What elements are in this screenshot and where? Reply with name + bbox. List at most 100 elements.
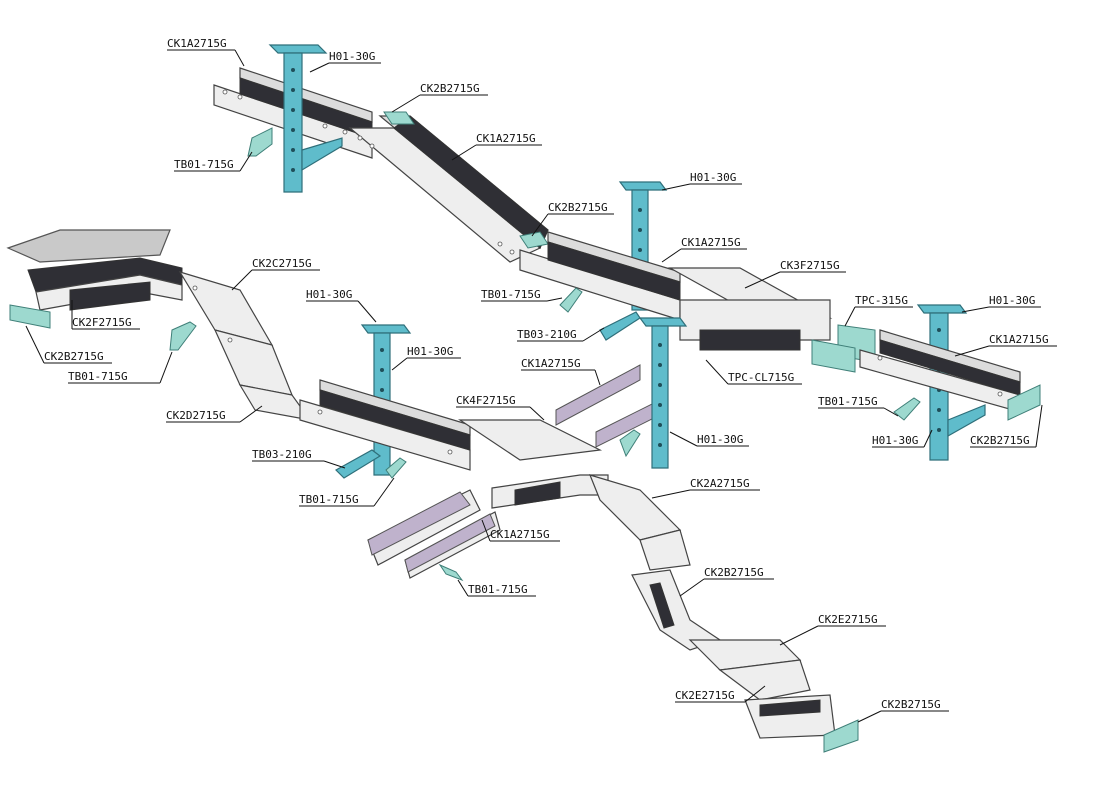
svg-text:CK2B2715G: CK2B2715G <box>704 566 764 579</box>
label-ck2b-top: CK2B2715G <box>391 82 488 113</box>
label-ck1a-middle: CK1A2715G <box>661 236 747 263</box>
tray-middle-long <box>299 379 471 471</box>
svg-text:H01-30G: H01-30G <box>697 433 743 446</box>
tray-left-elbow <box>27 257 183 311</box>
label-ck1a-diagonal: CK1A2715G <box>451 132 542 161</box>
end-cap-left <box>9 304 51 329</box>
svg-text:CK1A2715G: CK1A2715G <box>167 37 227 50</box>
svg-text:TB01-715G: TB01-715G <box>468 583 528 596</box>
svg-text:TB01-715G: TB01-715G <box>299 493 359 506</box>
label-tb03-center: TB03-210G <box>517 327 605 342</box>
svg-text:CK1A2715G: CK1A2715G <box>490 528 550 541</box>
label-ck1a-top-left: CK1A2715G <box>167 37 245 67</box>
label-ck2b-left: CK2B2715G <box>25 325 112 364</box>
label-h01-right-lower: H01-30G <box>872 429 933 448</box>
tray-ck2b-lower <box>631 569 722 651</box>
svg-text:TB03-210G: TB03-210G <box>517 328 577 341</box>
svg-text:TB01-715G: TB01-715G <box>818 395 878 408</box>
tray-lower-ck1a <box>367 489 501 579</box>
svg-text:H01-30G: H01-30G <box>306 288 352 301</box>
label-ck1a-purple: CK1A2715G <box>521 357 601 386</box>
label-ck2c: CK2C2715G <box>231 257 320 291</box>
label-h01-left-lower: H01-30G <box>391 345 461 371</box>
hanger-h01-center <box>599 311 688 469</box>
end-cap-right <box>1007 384 1041 421</box>
bracket-tb03-middle <box>335 449 407 479</box>
svg-text:TB03-210G: TB03-210G <box>252 448 312 461</box>
label-tb01-lower: TB01-715G <box>457 579 536 597</box>
svg-text:CK2E2715G: CK2E2715G <box>675 689 735 702</box>
label-ck2d: CK2D2715G <box>166 405 263 423</box>
svg-text:CK2B2715G: CK2B2715G <box>420 82 480 95</box>
label-tb01-top-left: TB01-715G <box>174 151 253 172</box>
label-h01-center: H01-30G <box>669 431 749 447</box>
svg-text:H01-30G: H01-30G <box>690 171 736 184</box>
bracket-tb01-center <box>559 287 641 458</box>
label-ck4f: CK4F2715G <box>456 394 545 421</box>
label-ck2e-lower: CK2E2715G <box>675 685 766 703</box>
label-tb01-right: TB01-715G <box>818 395 899 417</box>
svg-text:CK1A2715G: CK1A2715G <box>989 333 1049 346</box>
svg-text:CK1A2715G: CK1A2715G <box>681 236 741 249</box>
label-tpc-cl715: TPC-CL715G <box>705 359 802 385</box>
tray-tee-ck3f <box>667 267 833 351</box>
label-ck2b-lower: CK2B2715G <box>679 566 774 597</box>
svg-text:H01-30G: H01-30G <box>872 434 918 447</box>
tray-ck2c-ck2d <box>178 270 312 421</box>
svg-text:TPC-CL715G: TPC-CL715G <box>728 371 794 384</box>
svg-text:H01-30G: H01-30G <box>989 294 1035 307</box>
label-tb01-left: TB01-715G <box>68 351 173 384</box>
tray-ck2e <box>688 639 836 739</box>
bracket-tb01-top-left <box>247 127 273 157</box>
svg-text:H01-30G: H01-30G <box>407 345 453 358</box>
bracket-tb01-right <box>893 397 921 421</box>
tray-right-straight <box>859 329 1021 413</box>
svg-text:CK2F2715G: CK2F2715G <box>72 316 132 329</box>
tray-diagonal-top <box>348 115 549 263</box>
svg-text:CK3F2715G: CK3F2715G <box>780 259 840 272</box>
hanger-h01-top-left <box>268 44 343 193</box>
svg-text:TPC-315G: TPC-315G <box>855 294 908 307</box>
label-tb01-middle: TB01-715G <box>299 477 395 507</box>
tray-middle-straight <box>519 231 681 321</box>
bracket-tb01-left <box>169 321 197 351</box>
svg-text:CK1A2715G: CK1A2715G <box>476 132 536 145</box>
svg-text:TB01-715G: TB01-715G <box>481 288 541 301</box>
label-h01-top: H01-30G <box>309 50 381 73</box>
svg-text:TB01-715G: TB01-715G <box>174 158 234 171</box>
tray-cross-ck4f <box>458 364 661 461</box>
tray-ck2a <box>491 474 691 571</box>
svg-text:CK2C2715G: CK2C2715G <box>252 257 312 270</box>
svg-text:TB01-715G: TB01-715G <box>68 370 128 383</box>
cover-left <box>6 229 171 263</box>
label-ck2e-upper: CK2E2715G <box>779 613 886 646</box>
svg-text:CK2B2715G: CK2B2715G <box>548 201 608 214</box>
svg-text:CK2B2715G: CK2B2715G <box>970 434 1030 447</box>
label-ck2b-bottom: CK2B2715G <box>857 698 949 723</box>
svg-text:CK2B2715G: CK2B2715G <box>44 350 104 363</box>
label-ck2a: CK2A2715G <box>651 477 760 499</box>
svg-text:CK1A2715G: CK1A2715G <box>521 357 581 370</box>
label-ck3f: CK3F2715G <box>744 259 846 289</box>
tray-graphics <box>6 44 1041 753</box>
label-ck1a-lower: CK1A2715G <box>481 519 560 542</box>
end-cap-lower <box>823 719 859 753</box>
svg-text:CK2E2715G: CK2E2715G <box>818 613 878 626</box>
label-tpc-315: TPC-315G <box>844 294 913 327</box>
label-h01-left-middle: H01-30G <box>306 288 377 323</box>
svg-text:CK2A2715G: CK2A2715G <box>690 477 750 490</box>
svg-text:H01-30G: H01-30G <box>329 50 375 63</box>
label-ck2f: CK2F2715G <box>71 300 140 330</box>
label-ck2b-middle: CK2B2715G <box>531 201 614 237</box>
label-ck2b-right: CK2B2715G <box>970 404 1043 448</box>
label-h01-right: H01-30G <box>961 294 1041 313</box>
label-tb03-middle: TB03-210G <box>252 448 346 469</box>
svg-text:CK4F2715G: CK4F2715G <box>456 394 516 407</box>
svg-text:CK2D2715G: CK2D2715G <box>166 409 226 422</box>
svg-text:CK2B2715G: CK2B2715G <box>881 698 941 711</box>
labels: CK1A2715G H01-30G CK2B2715G CK1A2715G TB… <box>25 37 1057 723</box>
label-tb01-center: TB01-715G <box>481 288 563 302</box>
label-h01-middle-top: H01-30G <box>661 171 742 191</box>
